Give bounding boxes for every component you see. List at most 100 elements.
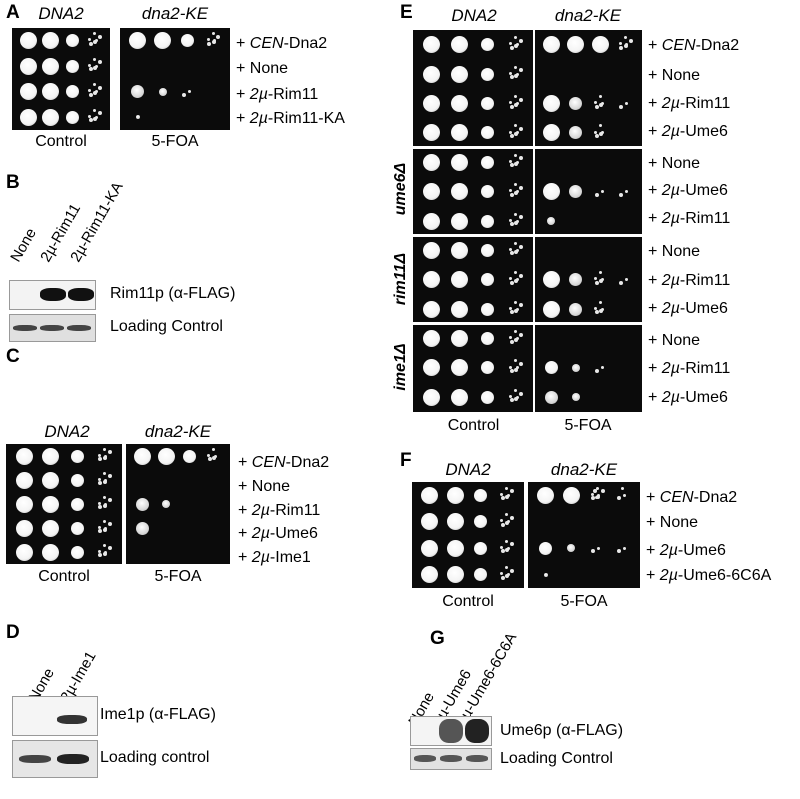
colony [519, 185, 524, 190]
colony [131, 85, 144, 99]
header-mut-e: dna2-KE [554, 6, 622, 25]
colony [514, 359, 518, 363]
band [40, 325, 64, 331]
colony [421, 539, 439, 557]
colony [107, 498, 112, 503]
colony [514, 241, 518, 245]
colony [514, 308, 519, 313]
colony [98, 553, 103, 558]
band [57, 754, 89, 764]
colony [595, 494, 600, 499]
colony [212, 455, 217, 460]
colony [591, 36, 609, 54]
colony [207, 453, 211, 457]
colony [423, 65, 441, 83]
band [465, 719, 489, 743]
colony [65, 85, 79, 99]
colony [500, 545, 504, 549]
colony [599, 279, 604, 284]
colony [519, 362, 524, 367]
colony [599, 124, 603, 128]
colony [480, 332, 494, 346]
panel-label-d: D [6, 622, 20, 643]
colony [514, 271, 518, 275]
colony [519, 332, 524, 337]
colony [15, 495, 33, 513]
colony [542, 94, 560, 112]
colony [594, 495, 598, 499]
colony [519, 274, 524, 278]
colony [514, 249, 519, 254]
colony [514, 212, 518, 216]
colony [599, 132, 604, 137]
row-label: + 2µ-Rim11 [648, 360, 731, 377]
band [67, 325, 91, 331]
colony [480, 390, 494, 404]
colony [519, 303, 524, 308]
colony [569, 273, 583, 287]
panel-label-e: E [400, 2, 413, 23]
colony [509, 368, 514, 373]
colony [129, 32, 146, 50]
colony [514, 65, 518, 69]
band [68, 288, 94, 301]
colony [623, 44, 628, 49]
colony [619, 104, 624, 109]
colony [98, 505, 103, 510]
colony [509, 192, 514, 197]
colony [625, 278, 629, 282]
caption-control-c: Control [38, 568, 90, 585]
colony [480, 185, 494, 199]
colony [15, 471, 33, 489]
colony [211, 32, 215, 36]
colony [500, 522, 505, 527]
colony [514, 183, 518, 187]
colony [509, 42, 513, 46]
panel-label-f: F [400, 450, 412, 471]
colony [423, 183, 441, 201]
colony [88, 67, 93, 72]
blot-d-top-label: Ime1p (α-FLAG) [100, 706, 216, 723]
caption-control-f: Control [442, 593, 494, 610]
colony [569, 96, 583, 110]
panel-label-c: C [6, 346, 20, 367]
colony [509, 280, 514, 285]
colony [509, 130, 513, 134]
foa-plate-c [126, 444, 230, 564]
colony [70, 497, 84, 511]
row-label: + 2µ-Ume6 [648, 300, 728, 317]
control-plate-f [412, 482, 524, 588]
row-label: + 2µ-Ume6 [238, 525, 318, 542]
colony [594, 133, 599, 138]
blot-b-bottom-label: Loading Control [110, 318, 223, 335]
colony [88, 114, 92, 118]
colony [207, 41, 212, 46]
row-label: + 2µ-Rim11 [648, 95, 731, 112]
row-label: + None [648, 243, 701, 260]
colony [102, 551, 107, 556]
colony [154, 32, 171, 50]
row-label: + 2µ-Rim11 [648, 272, 731, 289]
colony [510, 542, 515, 547]
colony [98, 457, 103, 462]
colony [15, 543, 33, 561]
colony [537, 486, 555, 504]
control-plate-a [12, 28, 110, 130]
colony [509, 163, 514, 168]
colony [41, 32, 59, 50]
colony [423, 94, 441, 112]
colony [622, 493, 626, 497]
colony [107, 522, 112, 527]
colony [509, 159, 513, 163]
colony [510, 568, 515, 573]
header-mut-a: dna2-KE [141, 4, 209, 23]
strain-label-ime1: ime1Δ [392, 343, 409, 391]
band [414, 755, 436, 762]
colony [514, 73, 519, 78]
colony [509, 336, 513, 340]
colony [188, 90, 191, 94]
header-wt-c: DNA2 [44, 422, 90, 441]
colony [97, 501, 101, 505]
colony [514, 124, 518, 128]
colony [509, 365, 513, 369]
